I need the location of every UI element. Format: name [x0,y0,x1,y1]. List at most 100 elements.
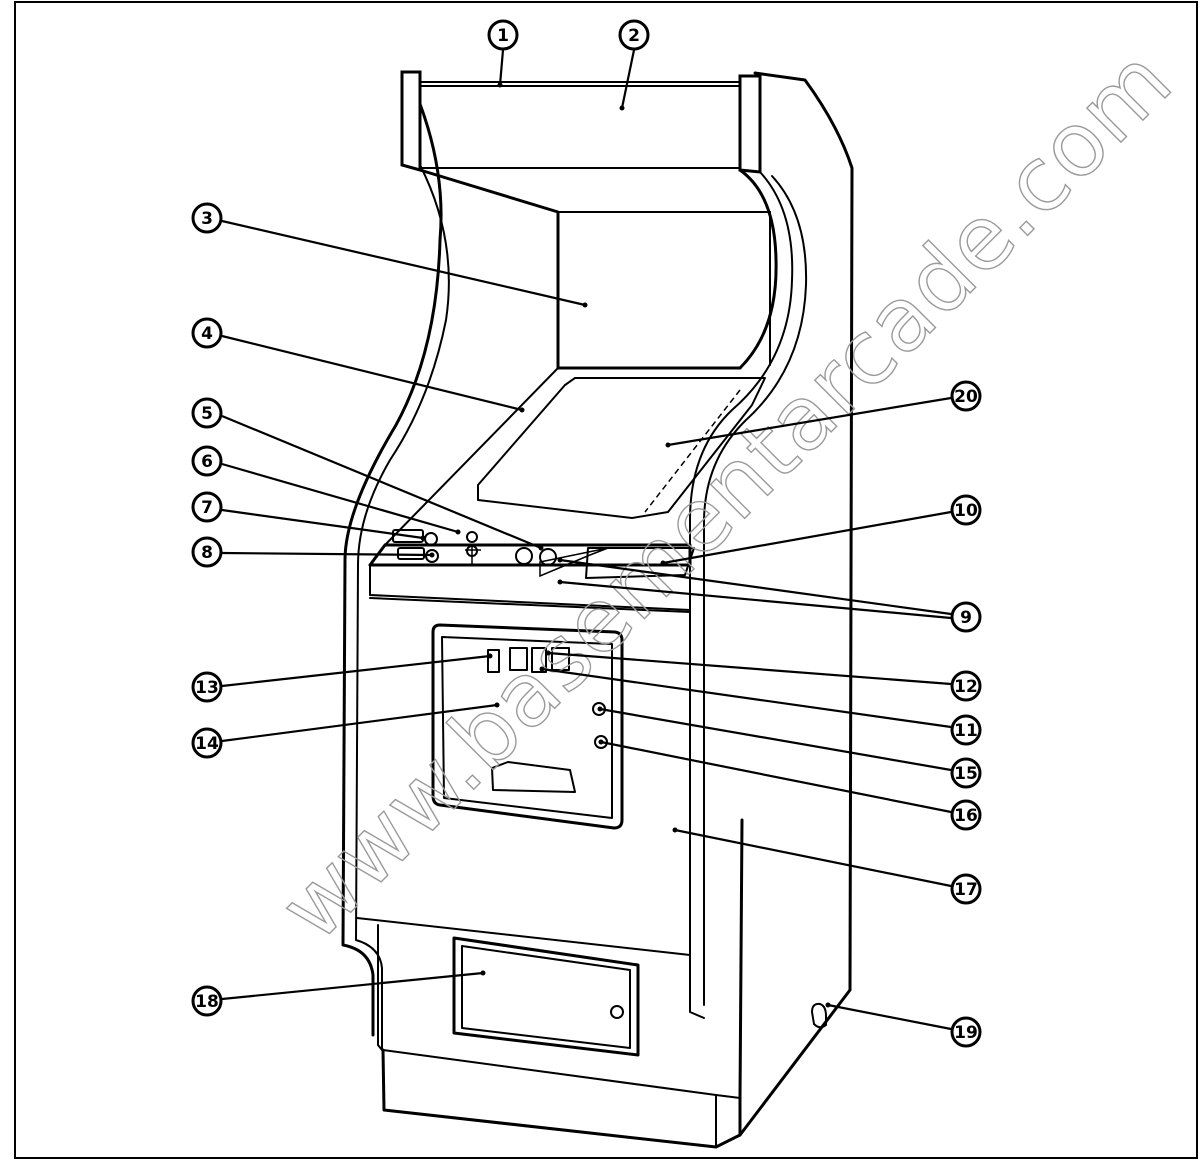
callout-number: 5 [201,404,213,424]
leader-line-20 [667,396,952,447]
callout-7: 7 [191,491,223,523]
leader-line-12 [547,651,952,686]
leader-endpoint-20 [665,442,671,448]
callout-number: 13 [195,678,219,698]
callout-9: 9 [950,601,982,633]
leader-line-4 [221,334,523,412]
leader-line-7 [221,508,424,540]
callout-circle [191,317,223,349]
leader-line-14 [221,703,498,743]
leader-endpoint-5 [538,545,544,551]
leader-line-5 [221,414,542,550]
leader-endpoint-18 [480,970,486,976]
callout-8: 8 [191,536,223,568]
leader-line-15 [599,707,952,772]
cabinet-left-profile [341,73,443,1037]
callout-20: 20 [950,380,982,412]
callout-number: 12 [954,677,978,697]
callout-11: 11 [950,714,982,746]
callout-13: 13 [191,671,223,703]
figure-border [14,1,1198,1159]
callout-circle [950,873,982,905]
callout-12: 12 [950,670,982,702]
leader-line-10 [662,510,952,565]
leader-line-17 [674,828,952,888]
callout-14: 14 [191,727,223,759]
callout-number: 17 [954,880,978,900]
callout-number: 14 [195,734,219,754]
leader-line-8 [221,551,433,557]
coin-door [431,623,624,830]
callout-16: 16 [950,799,982,831]
leader-endpoint-19 [825,1002,831,1008]
leader-endpoint-15 [597,706,603,712]
cabinet-base [381,1048,742,1149]
caster [811,1002,827,1029]
leader-endpoint-9 [557,579,563,585]
leader-endpoint-4 [519,407,525,413]
callout-3: 3 [191,202,223,234]
callout-number: 15 [954,764,978,784]
leader-line-2 [620,49,636,109]
callout-number: 16 [954,806,978,826]
leader-line-13 [221,654,491,688]
callout-6: 6 [191,445,223,477]
callout-circle [191,985,223,1017]
callout-15: 15 [950,757,982,789]
cabinet-side-panel [738,71,854,1137]
leader-endpoint-16 [598,739,604,745]
leader-lines [221,49,952,1031]
front-frame-left [418,168,742,370]
callout-circle [950,1016,982,1048]
leader-line-9 [559,580,952,620]
callout-circle [191,671,223,703]
callout-circle [950,670,982,702]
leader-line-6 [221,462,459,534]
callout-circle [191,491,223,523]
instruction-glass [477,377,766,519]
leader-line-18 [221,971,484,1001]
callout-circle [191,536,223,568]
callout-circle [191,727,223,759]
leader-endpoint-17 [672,827,678,833]
callout-18: 18 [191,985,223,1017]
callout-circle [487,19,519,51]
leader-endpoint-2 [619,105,625,111]
leader-line-1 [498,49,505,86]
callout-number: 10 [954,501,978,521]
leader-endpoint-12 [545,650,551,656]
callout-number: 1 [497,26,509,46]
leader-endpoint-7 [420,535,426,541]
callout-number: 6 [201,452,213,472]
callout-2: 2 [618,19,650,51]
leader-endpoint-10 [660,560,666,566]
callout-number: 8 [201,543,213,563]
leader-endpoint-9 [557,557,563,563]
cash-box-door [452,936,640,1057]
leader-endpoint-13 [487,653,493,659]
callout-circle [950,601,982,633]
callout-number: 2 [628,26,640,46]
callout-number: 20 [954,387,978,407]
lower-front-panel [356,917,691,956]
callout-10: 10 [950,494,982,526]
callout-number: 18 [195,992,219,1012]
leader-endpoint-11 [539,666,545,672]
leader-line-11 [541,667,952,729]
callout-circle [950,494,982,526]
leader-line-3 [221,219,586,307]
callout-19: 19 [950,1016,982,1048]
callout-circle [191,397,223,429]
callout-circle [950,380,982,412]
callout-5: 5 [191,397,223,429]
leader-endpoint-14 [494,702,500,708]
leader-line-9 [559,558,952,616]
callout-1: 1 [487,19,519,51]
leader-endpoint-3 [582,302,588,308]
callout-4: 4 [191,317,223,349]
leader-line-19 [827,1003,952,1031]
callout-17: 17 [950,873,982,905]
arcade-cabinet [341,70,854,1149]
